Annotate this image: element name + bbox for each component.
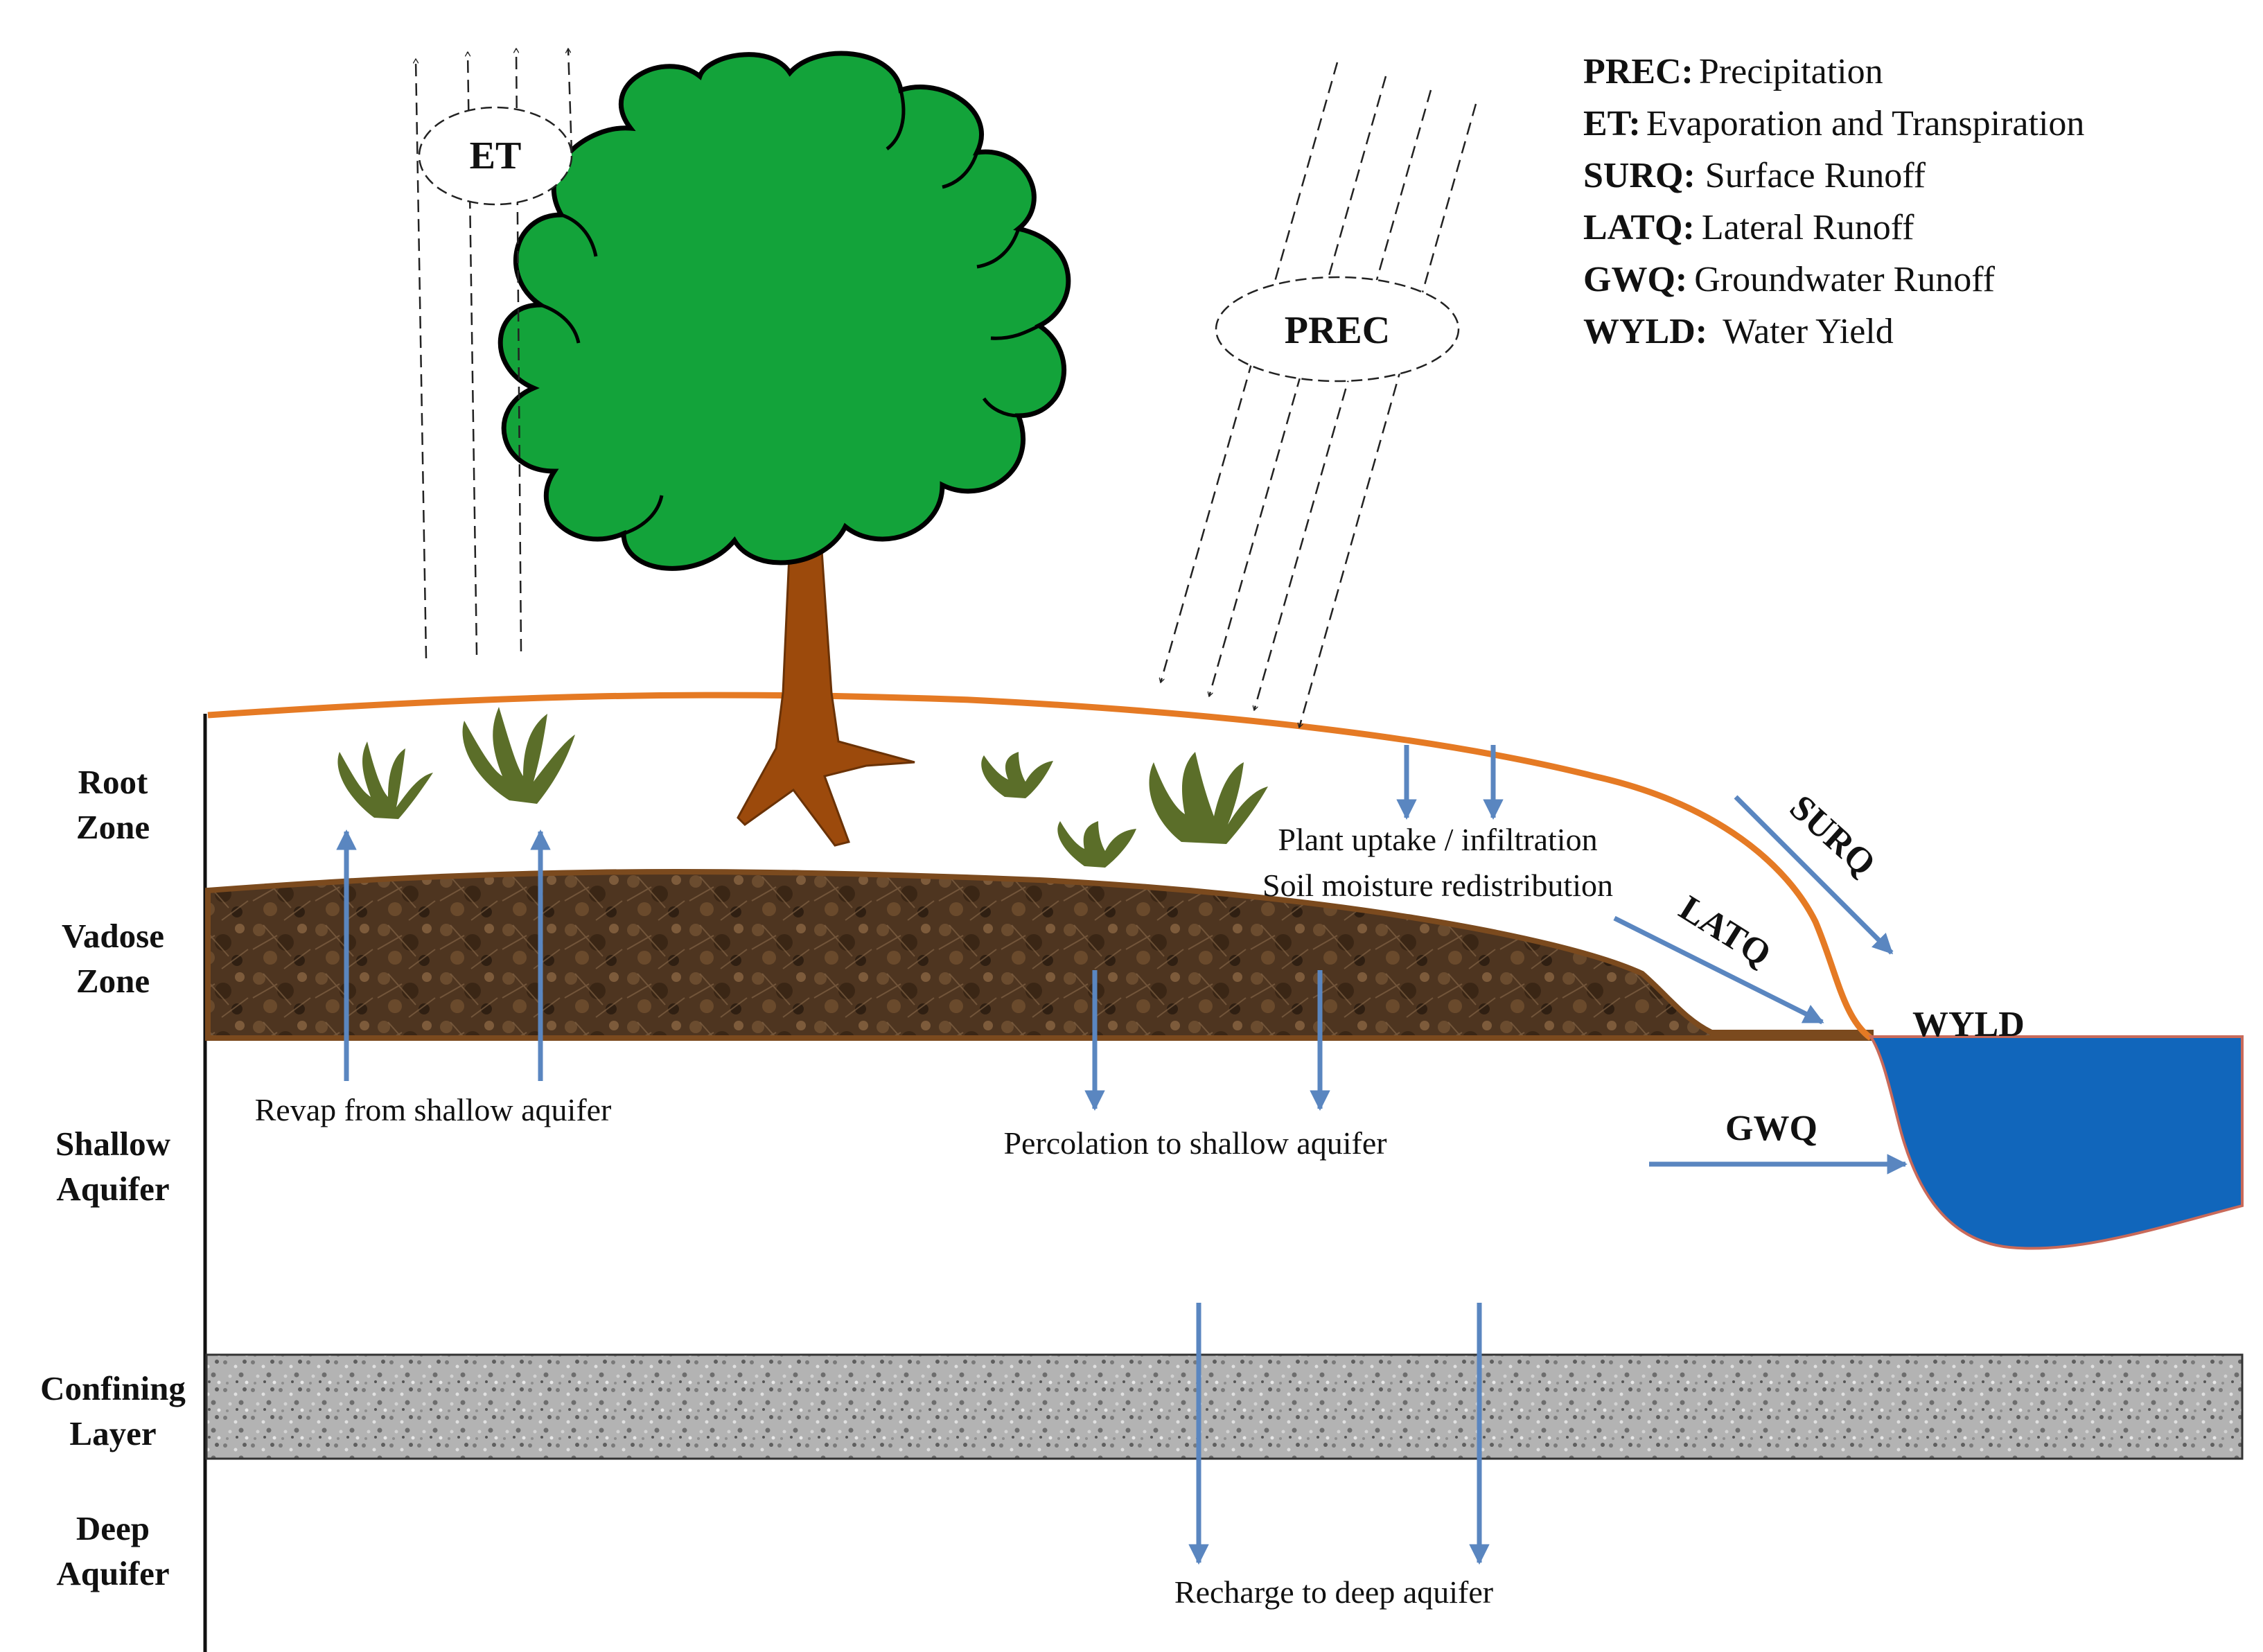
surq-arrow: [1734, 795, 1894, 955]
tree-foliage: [497, 51, 1071, 571]
plant-uptake-caption: Plant uptake / infiltration: [1278, 822, 1597, 857]
legend: PREC:Precipitation ET:Evaporation and Tr…: [1583, 52, 2084, 351]
vadose-zone-label-2: Zone: [76, 962, 150, 1000]
latq-arrow: [1613, 915, 1824, 1025]
confining-layer-label-1: Confining: [40, 1369, 186, 1407]
legend-line-et: ET:Evaporation and Transpiration: [1583, 104, 2084, 143]
zone-labels: Root Zone Vadose Zone Shallow Aquifer Co…: [40, 763, 186, 1592]
ground-surface-line: [207, 692, 1873, 1041]
legend-line-gwq: GWQ:Groundwater Runoff: [1583, 260, 1996, 299]
percolation-caption: Percolation to shallow aquifer: [1003, 1125, 1386, 1161]
revap-caption: Revap from shallow aquifer: [255, 1092, 612, 1127]
legend-line-wyld: WYLD: Water Yield: [1583, 312, 1894, 351]
root-zone-label-1: Root: [78, 763, 148, 801]
prec-oval-label: PREC: [1285, 309, 1390, 352]
et-oval-label: ET: [470, 134, 522, 177]
soil-moisture-caption: Soil moisture redistribution: [1262, 868, 1613, 903]
wyld-label: WYLD: [1912, 1005, 2025, 1044]
grass-clumps: [337, 707, 1268, 868]
vadose-zone-label-1: Vadose: [62, 917, 164, 955]
legend-line-surq: SURQ:Surface Runoff: [1583, 156, 1926, 195]
evapotranspiration-lines: [416, 49, 573, 659]
vadose-soil-layer: [205, 869, 1874, 1041]
et-oval: [418, 106, 573, 206]
water-body: [1868, 1035, 2244, 1250]
shallow-aquifer-label-1: Shallow: [55, 1125, 171, 1163]
latq-label: LATQ: [1673, 888, 1778, 974]
precipitation-lines: [1161, 62, 1477, 728]
deep-aquifer-label-2: Aquifer: [56, 1554, 169, 1592]
deep-aquifer-label-1: Deep: [76, 1509, 150, 1547]
legend-line-prec: PREC:Precipitation: [1583, 52, 1883, 91]
foliage-inner-lines: [540, 89, 1041, 536]
confining-layer-label-2: Layer: [69, 1414, 156, 1452]
confining-layer: [205, 1353, 2244, 1460]
gwq-label: GWQ: [1725, 1109, 1817, 1148]
shallow-aquifer-label-2: Aquifer: [56, 1170, 169, 1208]
surq-label: SURQ: [1782, 788, 1883, 884]
legend-line-latq: LATQ:Lateral Runoff: [1583, 208, 1914, 247]
prec-oval: [1215, 276, 1460, 383]
flow-arrows: [336, 745, 1908, 1565]
root-zone-label-2: Zone: [76, 808, 150, 846]
recharge-caption: Recharge to deep aquifer: [1174, 1574, 1493, 1610]
tree-trunk: [737, 539, 915, 847]
